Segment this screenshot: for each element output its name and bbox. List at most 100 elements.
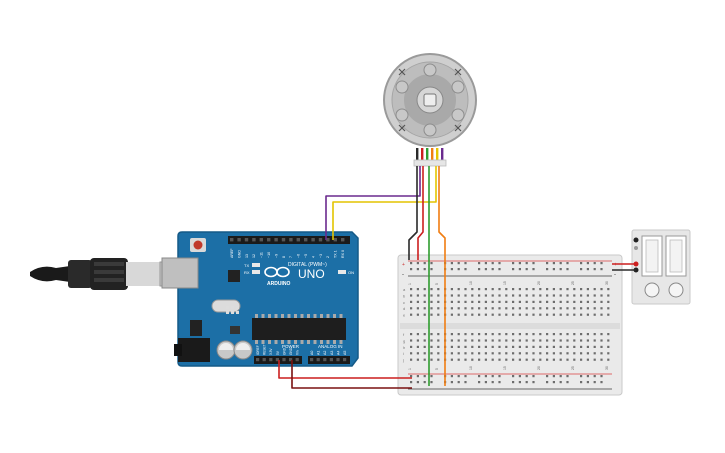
- header-pin[interactable]: [244, 238, 249, 242]
- row-letter: b: [403, 293, 406, 298]
- header-pin[interactable]: [230, 238, 234, 242]
- row-letter: j: [402, 358, 404, 363]
- column-number: 25: [571, 281, 575, 285]
- svg-text:ARDUINO: ARDUINO: [267, 281, 290, 287]
- power-pin-label: GND: [282, 347, 286, 355]
- header-pin[interactable]: [256, 358, 260, 362]
- model-label: UNO: [298, 267, 325, 281]
- power-pin-label: 5V: [276, 350, 280, 355]
- rail-minus-label: -: [402, 272, 404, 278]
- analog-pin-label: A2: [323, 351, 327, 355]
- column-number: 20: [537, 366, 541, 370]
- digital-pin-label: ~9: [274, 254, 278, 258]
- header-pin[interactable]: [296, 238, 300, 242]
- header-pin[interactable]: [341, 238, 345, 242]
- row-letter: f: [403, 332, 405, 337]
- header-pin[interactable]: [267, 238, 271, 242]
- header-pin[interactable]: [304, 238, 308, 242]
- analog-pin-label: A0: [310, 351, 314, 355]
- header-pin[interactable]: [311, 238, 315, 242]
- header-pin[interactable]: [252, 238, 256, 242]
- wire-purple[interactable]: [325, 166, 421, 240]
- header-pin[interactable]: [343, 358, 347, 362]
- header-pin[interactable]: [316, 358, 320, 362]
- header-pin[interactable]: [269, 358, 273, 362]
- header-pin[interactable]: [323, 358, 327, 362]
- wire-5v-red[interactable]: [278, 360, 412, 379]
- analog-header[interactable]: [308, 356, 350, 364]
- tx-label: TX: [244, 263, 249, 268]
- header-pin[interactable]: [318, 238, 323, 242]
- wire-black[interactable]: [408, 166, 418, 260]
- analog-pin-label: A5: [343, 351, 347, 355]
- row-letter: c: [403, 300, 405, 305]
- motor-pin: [436, 148, 439, 160]
- motor-pin: [431, 148, 434, 160]
- digital-pin-label: 2: [326, 256, 330, 258]
- icsp-pin: [236, 306, 239, 309]
- row-letter: a: [403, 287, 406, 292]
- column-number: 30: [605, 281, 609, 285]
- geared-motor-icon[interactable]: [383, 53, 477, 167]
- rail-plus-label: +: [614, 262, 617, 268]
- dc-power-supply-icon[interactable]: [631, 229, 691, 305]
- header-pin[interactable]: [282, 358, 286, 362]
- row-letter: e: [403, 313, 406, 318]
- digital-pin-label: AREF: [230, 248, 234, 258]
- header-pin[interactable]: [281, 238, 286, 242]
- header-pin[interactable]: [237, 238, 241, 242]
- header-pin[interactable]: [295, 358, 299, 362]
- rx-label: RX: [244, 270, 250, 275]
- row-letter: d: [403, 306, 405, 311]
- column-number: 20: [537, 281, 541, 285]
- digital-pin-label: ~3: [319, 254, 323, 258]
- header-pin[interactable]: [310, 358, 314, 362]
- rail-minus-label: -: [614, 272, 616, 278]
- power-header-label: POWER: [282, 344, 300, 349]
- rail-plus-label: +: [402, 262, 405, 268]
- digital-header[interactable]: [228, 236, 350, 244]
- motor-pin: [421, 148, 424, 160]
- digital-pin-label: ~11: [260, 252, 264, 258]
- on-label: ON: [348, 270, 354, 275]
- power-pin-label: RESET: [263, 344, 267, 355]
- header-pin[interactable]: [275, 358, 279, 362]
- header-pin[interactable]: [289, 238, 293, 242]
- power-jack: [178, 338, 210, 362]
- header-pin[interactable]: [274, 238, 278, 242]
- analog-pin-label: A3: [330, 351, 334, 355]
- usb-jack: [161, 257, 199, 289]
- icsp-pin: [231, 311, 234, 314]
- column-number: 15: [503, 366, 507, 370]
- reset-button[interactable]: [190, 238, 206, 252]
- digital-pin-label: GND: [237, 250, 241, 258]
- column-number: 5: [435, 283, 439, 285]
- column-number: 30: [605, 366, 609, 370]
- wire-yellow[interactable]: [332, 166, 437, 240]
- digital-pin-label: ~10: [267, 252, 271, 258]
- wire-red[interactable]: [417, 166, 424, 260]
- header-pin[interactable]: [326, 238, 330, 242]
- atmega-chip: [252, 314, 346, 344]
- column-number: 5: [435, 368, 439, 370]
- wire-orange[interactable]: [438, 166, 446, 386]
- icsp-pin: [226, 306, 229, 309]
- power-pin-label: IOREF: [256, 345, 260, 355]
- header-pin[interactable]: [289, 358, 293, 362]
- header-pin[interactable]: [333, 238, 337, 242]
- voltage-knob[interactable]: [644, 282, 660, 298]
- motor-pin: [416, 148, 419, 160]
- current-knob[interactable]: [668, 282, 684, 298]
- digital-pin-label: 13: [245, 254, 249, 258]
- header-pin[interactable]: [259, 238, 263, 242]
- header-pin[interactable]: [336, 358, 340, 362]
- column-number: 1: [408, 283, 412, 285]
- digital-pin-label: TX 1: [334, 250, 338, 258]
- header-pin[interactable]: [329, 358, 333, 362]
- wire-gnd-dark[interactable]: [291, 360, 412, 389]
- column-number: 10: [469, 281, 473, 285]
- header-pin[interactable]: [262, 358, 266, 362]
